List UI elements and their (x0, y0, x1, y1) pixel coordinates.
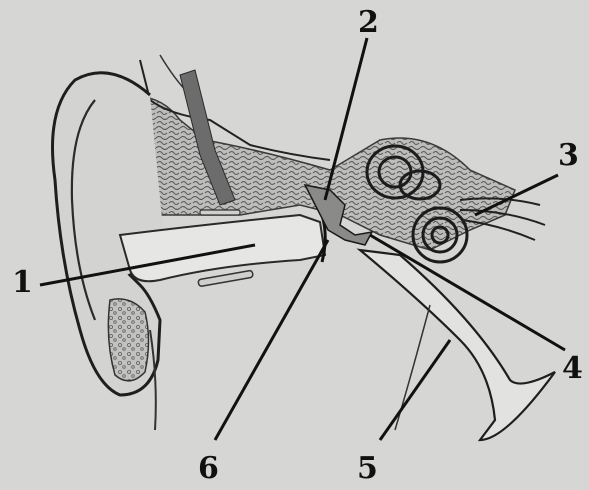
label-2: 2 (358, 5, 379, 40)
label-3: 3 (558, 138, 579, 173)
label-6: 6 (198, 451, 219, 486)
earlobe-cartilage (108, 299, 148, 381)
label-1: 1 (12, 265, 33, 300)
label-5: 5 (357, 451, 378, 486)
canal-roof-line (200, 210, 240, 215)
label-4: 4 (562, 351, 583, 386)
